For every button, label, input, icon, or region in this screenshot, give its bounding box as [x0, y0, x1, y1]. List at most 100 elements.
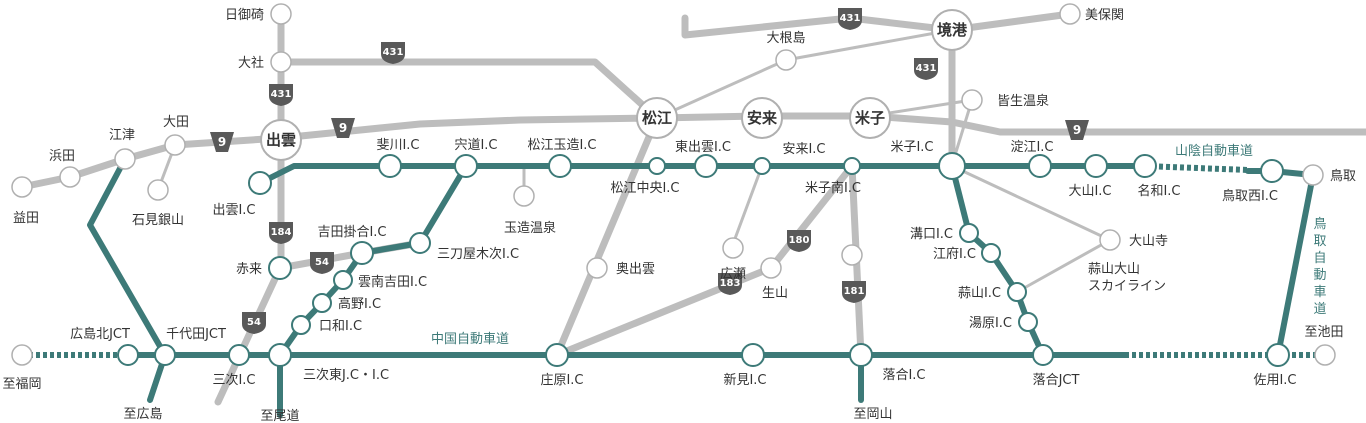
- ic-hiroshima-kita-jct: [117, 344, 139, 366]
- label-akagi: 赤来: [236, 262, 262, 277]
- label-ic-ochiai-jct: 落合JCT: [1033, 373, 1080, 388]
- ic-matsue-chuo: [648, 157, 666, 175]
- ic-nodes: [117, 152, 1290, 367]
- label-sakaiminato: 境港: [937, 21, 968, 39]
- label-ic-kuchiwa: 口和I.C: [319, 319, 362, 334]
- label-ic-matsue-tamatsukuri: 松江玉造I.C: [527, 138, 596, 153]
- label-ic-yonago-minami: 米子南I.C: [805, 180, 861, 196]
- ic-yoshida-kakeai: [350, 241, 374, 265]
- ic-yonago-minami: [843, 157, 861, 175]
- city-matsue: [636, 97, 678, 139]
- label-ic-sayo: 佐用I.C: [1253, 373, 1296, 388]
- label-ic-hiroshima-kita-jct: 広島北JCT: [70, 327, 130, 342]
- node-daisenji: [1099, 229, 1121, 251]
- node-ikuyama: [760, 257, 782, 279]
- label-ic-chiyoda-jct: 千代田JCT: [166, 327, 226, 342]
- ic-hikawa: [378, 154, 402, 178]
- ic-ochiai-jct: [1032, 344, 1054, 366]
- svg-text:181: 181: [844, 286, 865, 297]
- node-mihonoseki: [1059, 3, 1081, 25]
- label-ic-yonago: 米子I.C: [890, 140, 933, 155]
- ic-higashi-izumo: [694, 154, 718, 178]
- label-ic-nawa: 名和I.C: [1137, 183, 1180, 199]
- label-masuda: 益田: [13, 211, 39, 226]
- svg-text:431: 431: [271, 89, 292, 100]
- ic-yubara: [1018, 312, 1038, 332]
- ic-yodoe: [1028, 154, 1052, 178]
- road-matsue-sakai: [655, 58, 788, 120]
- label-iwami-ginzan: 石見銀山: [132, 213, 184, 228]
- label-oda: 大田: [163, 115, 189, 130]
- ic-hiruzen: [1007, 282, 1027, 302]
- label-ic-yasugi: 安来I.C: [782, 142, 825, 157]
- ic-takano: [312, 293, 332, 313]
- label-gotsu: 江津: [109, 128, 135, 143]
- node-fukuoka: [11, 344, 33, 366]
- planned-sanin-east: [1144, 163, 1249, 173]
- tottori-expressway-char: 道: [1313, 302, 1326, 317]
- label-ic-shinji: 宍道I.C: [454, 138, 497, 153]
- label-mihonoseki: 美保関: [1085, 8, 1124, 23]
- svg-text:431: 431: [916, 63, 937, 74]
- svg-text:431: 431: [840, 13, 861, 24]
- label-ic-miyoshi-higashi: 三次東J.C・I.C: [303, 367, 389, 383]
- label-ic-shobara: 庄原I.C: [540, 372, 583, 388]
- road-hirose: [731, 164, 764, 246]
- ic-labels: 斐川I.C 宍道I.C 松江玉造I.C 松江中央I.C 東出雲I.C 安来I.C…: [70, 138, 1296, 388]
- ic-matsue-tamatsukuri: [548, 154, 572, 178]
- label-ic-yoshida-kakeai: 吉田掛合I.C: [317, 225, 386, 240]
- ic-miyoshi-higashi: [268, 343, 292, 367]
- label-chugoku-expressway: 中国自動車道: [431, 332, 509, 347]
- ic-unnan-yoshida: [333, 270, 353, 290]
- route-431-shield-b: 431: [381, 42, 405, 64]
- label-ic-tottori-nishi: 鳥取西I.C: [1222, 189, 1278, 204]
- route-184-shield: 184: [269, 222, 293, 244]
- hiroshima-hamada-expressway: [87, 156, 168, 358]
- svg-text:180: 180: [789, 235, 810, 246]
- city-yonago: [849, 97, 891, 139]
- label-hirose: 広瀬: [720, 267, 746, 282]
- svg-text:54: 54: [247, 317, 261, 328]
- expressway-labels: 山陰自動車道 中国自動車道 鳥 取 自 動 車 道: [431, 144, 1327, 347]
- label-to-fukuoka: 至福岡: [2, 377, 41, 392]
- label-ic-izumo: 出雲I.C: [212, 203, 255, 218]
- label-to-ikeda: 至池田: [1304, 325, 1343, 340]
- label-yasugi: 安来: [747, 109, 778, 127]
- city-izumo: [260, 119, 302, 161]
- label-ic-mizokuchi: 溝口I.C: [910, 227, 953, 242]
- label-ic-miyoshi: 三次I.C: [212, 372, 255, 388]
- label-ic-takano: 高野I.C: [338, 296, 381, 312]
- node-oonejima: [775, 49, 797, 71]
- label-ic-yubara: 湯原I.C: [969, 316, 1012, 331]
- ic-daisen: [1084, 154, 1108, 178]
- label-to-hiroshima: 至広島: [123, 407, 162, 422]
- label-okuizumo: 奥出雲: [616, 262, 655, 277]
- road-431-north: [681, 10, 1074, 39]
- route-183-shield: 183: [718, 273, 742, 295]
- label-ic-higashi-izumo: 東出雲I.C: [675, 139, 731, 155]
- tottori-expressway-char: 車: [1313, 285, 1326, 300]
- svg-text:54: 54: [315, 257, 329, 268]
- destination-labels: 至福岡 至広島 至尾道 至岡山 至池田: [2, 325, 1343, 423]
- svg-text:183: 183: [720, 278, 741, 289]
- tottori-expressway-char: 取: [1313, 234, 1326, 249]
- place-labels: 日御碕 大社 浜田 益田 江津 大田 石見銀山 玉造温泉 広瀬 奥出雲 生山 大…: [13, 8, 1356, 301]
- route-9-shield-b: 9: [331, 118, 355, 138]
- label-ic-unnan-yoshida: 雲南吉田I.C: [358, 274, 427, 290]
- ic-shinji: [454, 154, 478, 178]
- node-oda: [164, 134, 186, 156]
- tottori-expressway-char: 鳥: [1313, 217, 1326, 232]
- node-hinomisaki: [270, 3, 292, 25]
- label-ic-niimi: 新見I.C: [723, 372, 766, 388]
- tottori-expressway-char: 自: [1313, 251, 1326, 266]
- label-ic-daisen: 大山I.C: [1068, 184, 1111, 199]
- node-ikeda: [1314, 344, 1336, 366]
- label-hinomisaki: 日御碕: [225, 8, 264, 23]
- node-tamatsukuri-onsen: [513, 185, 535, 207]
- node-tottori: [1302, 164, 1324, 186]
- road-matsue-okuizumo: [553, 114, 661, 359]
- route-181-shield: 181: [842, 281, 866, 303]
- label-taisha: 大社: [238, 55, 264, 71]
- road-431-izumo-matsue: [277, 58, 661, 122]
- node-okuizumo: [586, 257, 608, 279]
